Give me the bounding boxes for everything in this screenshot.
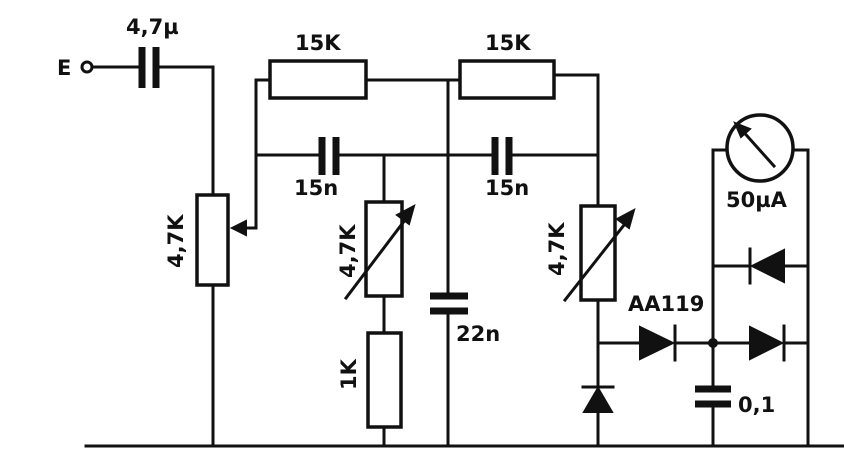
potentiometer-right-arrow	[562, 208, 636, 303]
label-input: E	[57, 56, 71, 80]
potentiometer-left-wiper	[229, 78, 258, 237]
capacitor-mid-left	[318, 137, 340, 175]
capacitor-input	[138, 47, 160, 88]
label-pot-right: 4,7K	[545, 222, 569, 276]
label-pot-left: 4,7K	[164, 214, 188, 268]
label-meter: 50µA	[726, 188, 788, 212]
label-c-out: 0,1	[738, 393, 775, 417]
diode-meter-lower	[749, 324, 786, 362]
diode-shunt	[581, 385, 615, 413]
potentiometer-left	[195, 193, 230, 287]
resistor-top-left	[268, 59, 368, 100]
meter	[725, 113, 795, 183]
potentiometer-mid-arrow	[343, 204, 416, 301]
capacitor-out	[695, 385, 731, 408]
diode-aa119	[639, 324, 677, 362]
label-c-mid-left: 15n	[294, 176, 338, 200]
label-pot-mid: 4,7K	[336, 224, 360, 278]
label-input-cap: 4,7µ	[126, 15, 179, 39]
label-c-center: 22n	[456, 322, 500, 346]
capacitor-mid-right	[491, 137, 513, 175]
resistor-1k	[366, 331, 403, 429]
capacitor-22n	[430, 292, 468, 315]
label-r-bottom: 1K	[337, 358, 361, 390]
resistor-top-right	[458, 59, 556, 100]
label-diode-type: AA119	[628, 292, 704, 316]
label-c-mid-right: 15n	[485, 176, 529, 200]
diode-meter-upper	[748, 247, 785, 285]
label-r-top-left: 15K	[295, 31, 341, 55]
label-r-top-right: 15K	[485, 31, 531, 55]
potentiometer-right	[579, 204, 617, 302]
